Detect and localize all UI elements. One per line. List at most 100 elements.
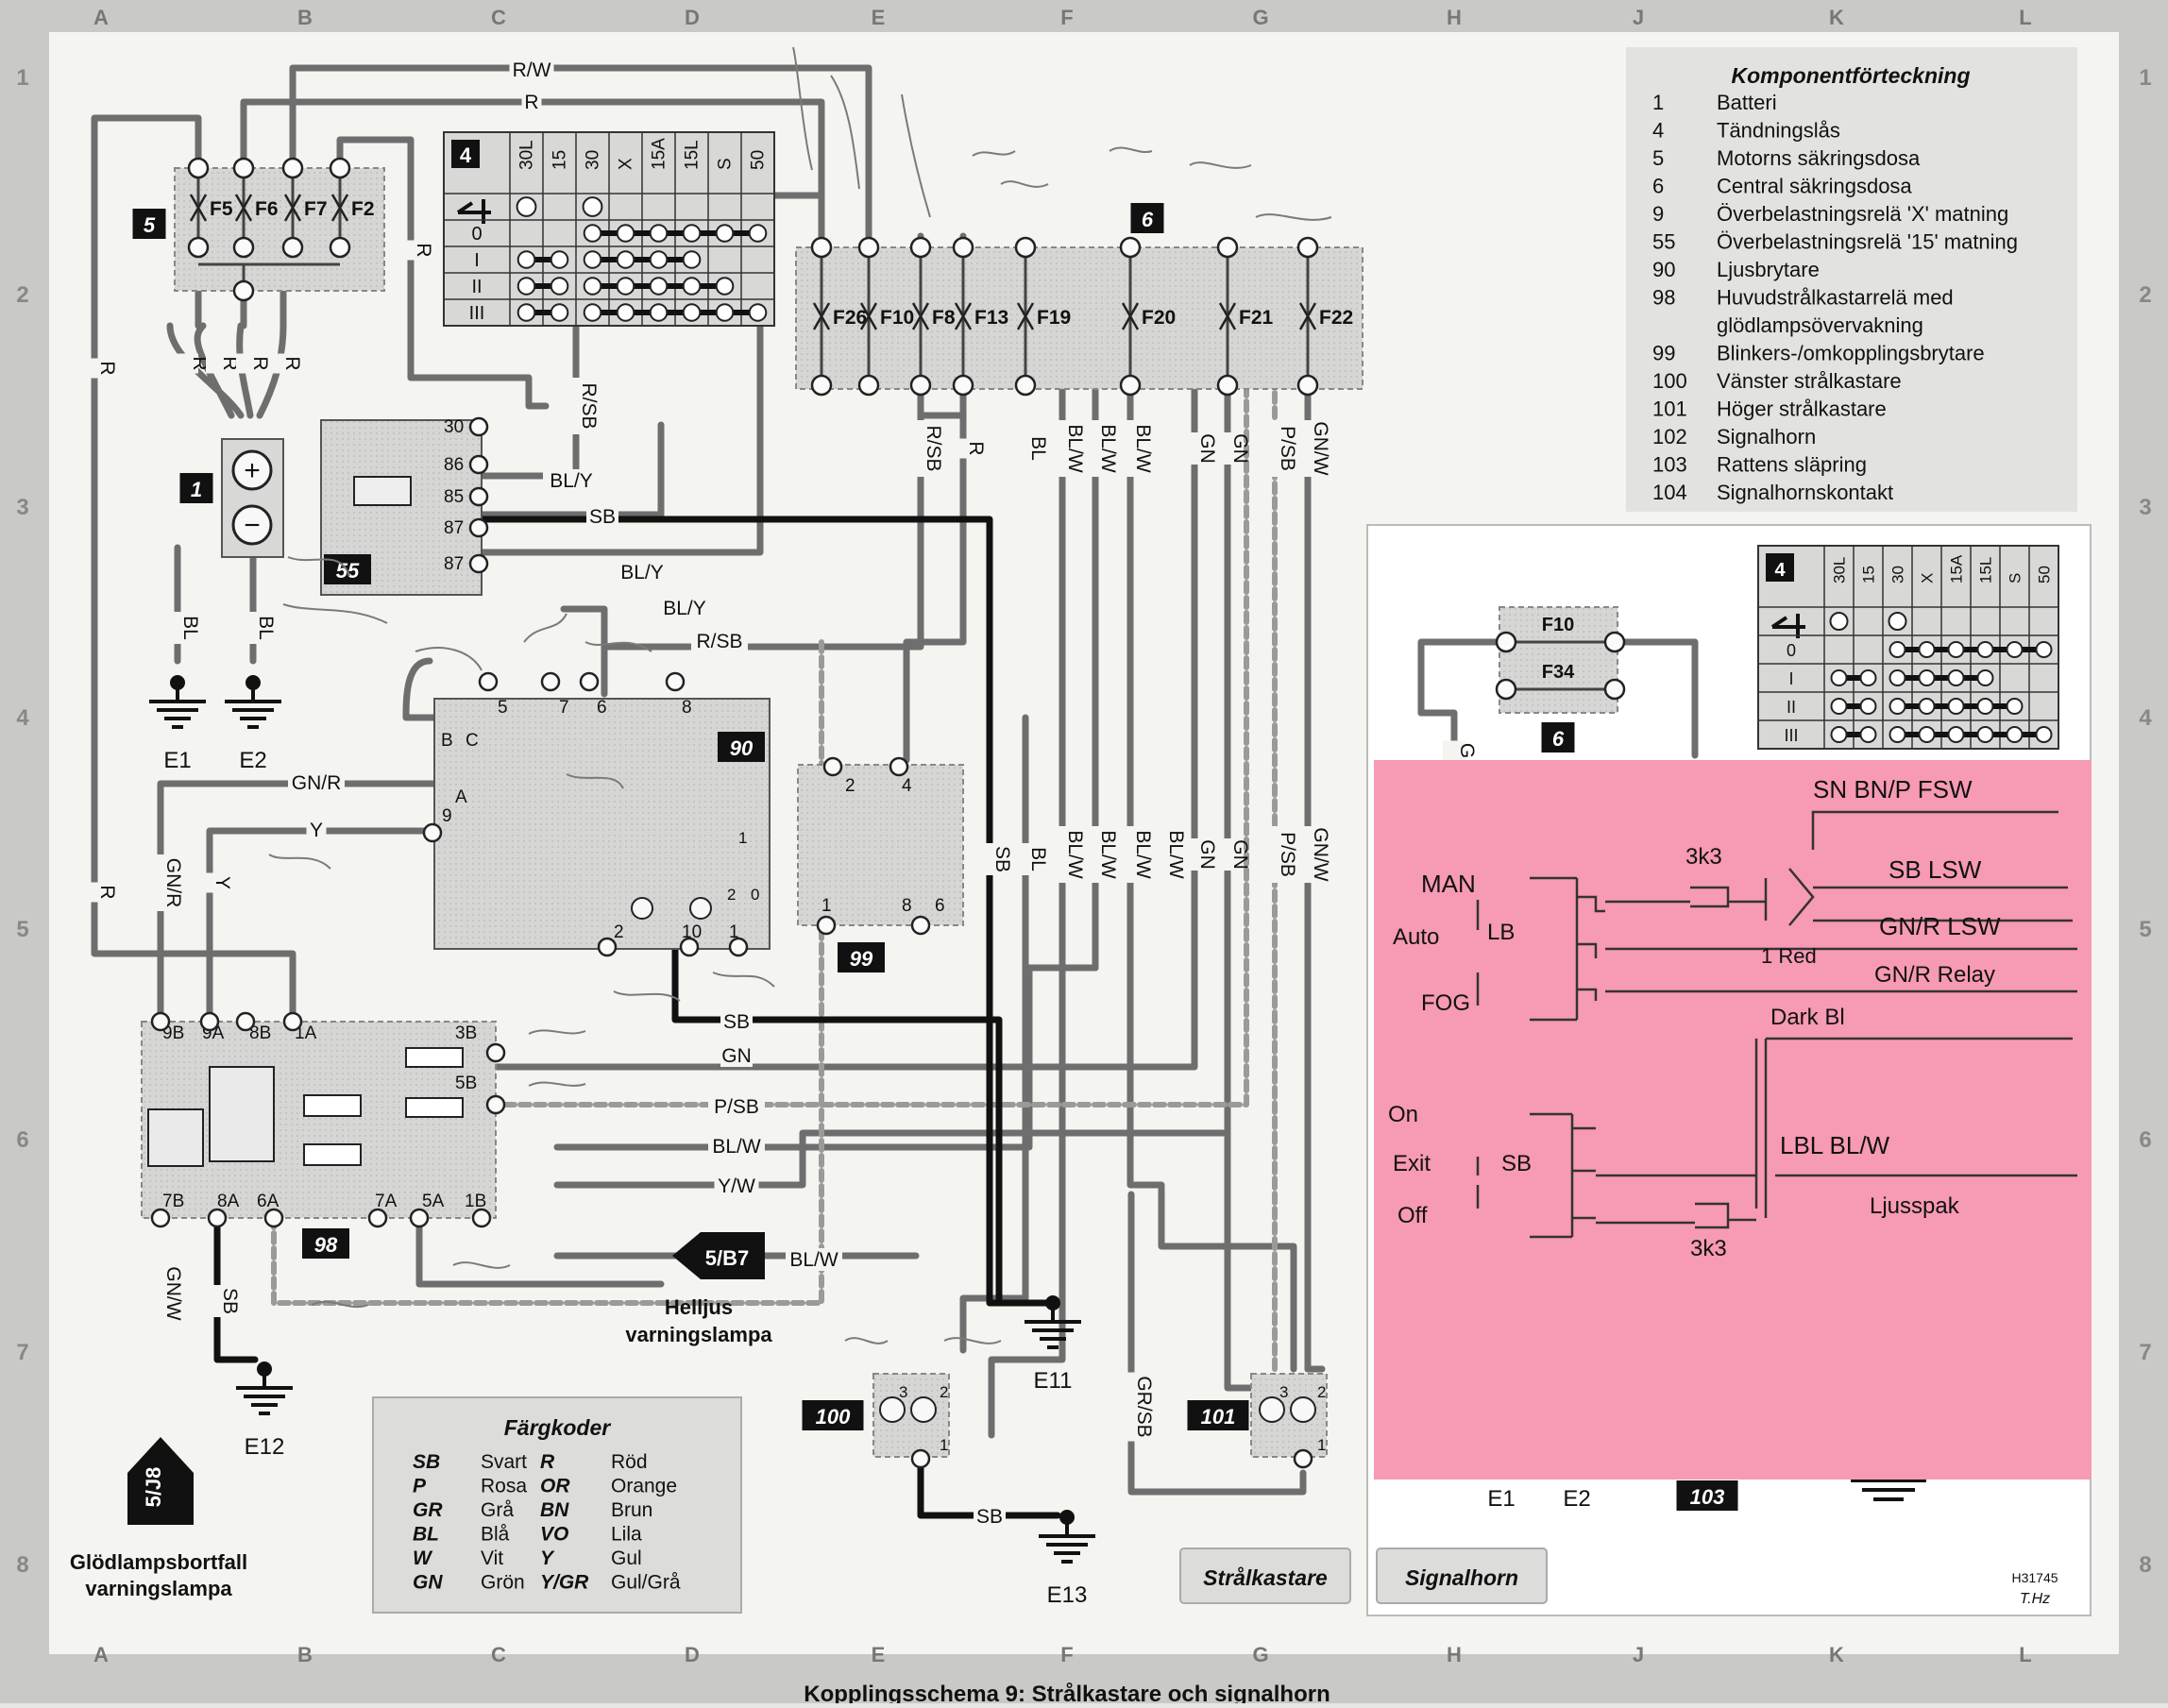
component-num-100: 100 xyxy=(1652,369,1687,393)
wire-label-bg xyxy=(1152,826,1175,883)
grid-col-L: L xyxy=(2019,6,2031,29)
relay98-terminal-7B: 7B xyxy=(162,1192,184,1211)
relay98-terminal-9B: 9B xyxy=(162,1023,184,1043)
fuse-F6: F6 xyxy=(255,198,279,220)
fuse-icon xyxy=(330,194,349,222)
ignition-contact xyxy=(1918,641,1936,658)
blank-area xyxy=(1367,47,1622,519)
switch90-terminal-B: B xyxy=(441,731,453,751)
fuse-pin xyxy=(1495,678,1517,701)
component-badge-b99: 99 xyxy=(850,947,873,971)
ignition-contact xyxy=(517,277,536,296)
wire-label-bg xyxy=(149,854,172,911)
grid-col-A-bottom: A xyxy=(93,1643,109,1666)
lamp100-terminal-2: 2 xyxy=(940,1383,948,1401)
fuse-pin xyxy=(1603,678,1626,701)
component-name-3: Central säkringsdosa xyxy=(1717,175,1912,198)
fuse-pin xyxy=(232,236,255,259)
lamp101-terminal-1: 1 xyxy=(1317,1436,1326,1454)
component-name-13: Rattens släpring xyxy=(1717,453,1867,477)
fuse-pin xyxy=(281,157,304,179)
switch90-terminal-1: 1 xyxy=(729,922,739,942)
terminal-pin xyxy=(910,915,931,936)
switch-90-lamp-icon-2 xyxy=(689,897,712,920)
ignition-contact xyxy=(2035,726,2053,743)
grid-col-L-bottom: L xyxy=(2019,1643,2031,1666)
ignition-col-30: 30 xyxy=(584,150,603,170)
wire-label-bg xyxy=(586,505,618,528)
grid-col-E: E xyxy=(872,6,886,29)
wire-label-bg xyxy=(399,240,422,261)
wire-top-rw: R/W xyxy=(513,59,551,81)
ignition-contact xyxy=(1829,612,1849,631)
grid-row-1: 1 xyxy=(16,65,28,91)
ignition-table-badge xyxy=(451,140,480,168)
fuse-pin xyxy=(281,236,304,259)
wire-r-f13: R xyxy=(965,441,987,455)
switch90-terminal-C: C xyxy=(466,731,479,751)
ignition-contact xyxy=(1830,726,1848,743)
ignition-col-30L: 30L xyxy=(1831,557,1849,583)
component-num-4: 4 xyxy=(1652,119,1664,143)
ignition-contact xyxy=(1947,698,1965,715)
wire-label-bg xyxy=(691,630,748,652)
component-num-98: 98 xyxy=(1652,286,1675,310)
wire-label-bg xyxy=(83,358,106,379)
wire-label-bg xyxy=(198,872,221,893)
color-code-legend xyxy=(372,1396,742,1614)
wire-blw2: BL/W xyxy=(1097,424,1119,473)
sticky-note-text-12: LBL BL/W xyxy=(1780,1131,1890,1159)
section-tab-signalhorn-label: Signalhorn xyxy=(1405,1565,1518,1590)
helljus-arrow-ref: 5/B7 xyxy=(705,1246,749,1270)
lamp101-terminal-2: 2 xyxy=(1317,1383,1326,1401)
switch90-terminal-8-3: 8 xyxy=(682,698,692,718)
helljus-label-2: varningslampa xyxy=(625,1323,772,1346)
ignition-contact xyxy=(616,277,635,296)
fuse-icon xyxy=(189,194,208,222)
sticky-note-text-1: 3k3 xyxy=(1685,844,1722,870)
color-code-W: W xyxy=(413,1547,433,1569)
headlamp-101-bulb-icon xyxy=(1259,1396,1285,1423)
fuse-pin xyxy=(810,236,833,259)
ignition-contact xyxy=(2006,726,2024,743)
wire-bl1: BL xyxy=(179,616,201,640)
component-badge-b6r-bg xyxy=(1541,722,1575,753)
grid-col-K: K xyxy=(1829,6,1844,29)
relay-55-coil-icon xyxy=(353,476,412,506)
ignition-contact xyxy=(2006,641,2024,658)
wire-label-bg xyxy=(1443,740,1465,761)
wire-rsb-f8: R/SB xyxy=(923,425,944,471)
relay98-terminal-3B: 3B xyxy=(455,1023,477,1043)
wire-r4-2: R xyxy=(249,356,271,370)
helljus-label-1: Helljus xyxy=(665,1295,733,1319)
ignition-contact xyxy=(616,250,635,269)
color-code-Y: Y xyxy=(540,1547,555,1569)
component-badge-b1-bg xyxy=(179,473,213,503)
sticky-note-text-14: SB xyxy=(1501,1151,1532,1176)
wire-blw-m2: BL/W xyxy=(1097,830,1119,879)
ignition-contact xyxy=(682,303,702,322)
sticky-note-sketch xyxy=(1476,810,2077,1239)
grid-row-7: 7 xyxy=(16,1340,28,1365)
glod-label-1: Glödlampsbortfall xyxy=(70,1550,247,1574)
fuse-F20: F20 xyxy=(1142,307,1176,329)
terminal-pin xyxy=(540,671,561,692)
component-num-55: 55 xyxy=(1652,230,1675,254)
wire-gn-98: GN xyxy=(721,1045,752,1067)
color-name-GN: Grön xyxy=(481,1572,525,1594)
switch90-terminal-A: A xyxy=(455,787,467,807)
wire-bl2: BL xyxy=(255,616,277,640)
fuse-F2: F2 xyxy=(351,198,375,220)
wire-label-bg xyxy=(83,882,106,903)
component-badge-b100: 100 xyxy=(816,1405,851,1429)
fuse-icon xyxy=(859,302,878,330)
component-badge-b103-bg xyxy=(1676,1480,1738,1511)
relay98-terminal-6A: 6A xyxy=(257,1192,279,1211)
fuse-icon xyxy=(234,194,253,222)
component-num-5: 5 xyxy=(1652,146,1664,170)
component-name-6: Ljusbrytare xyxy=(1717,258,1820,281)
ignition-contact xyxy=(1888,612,1907,631)
wire-label-bg xyxy=(1296,420,1319,477)
